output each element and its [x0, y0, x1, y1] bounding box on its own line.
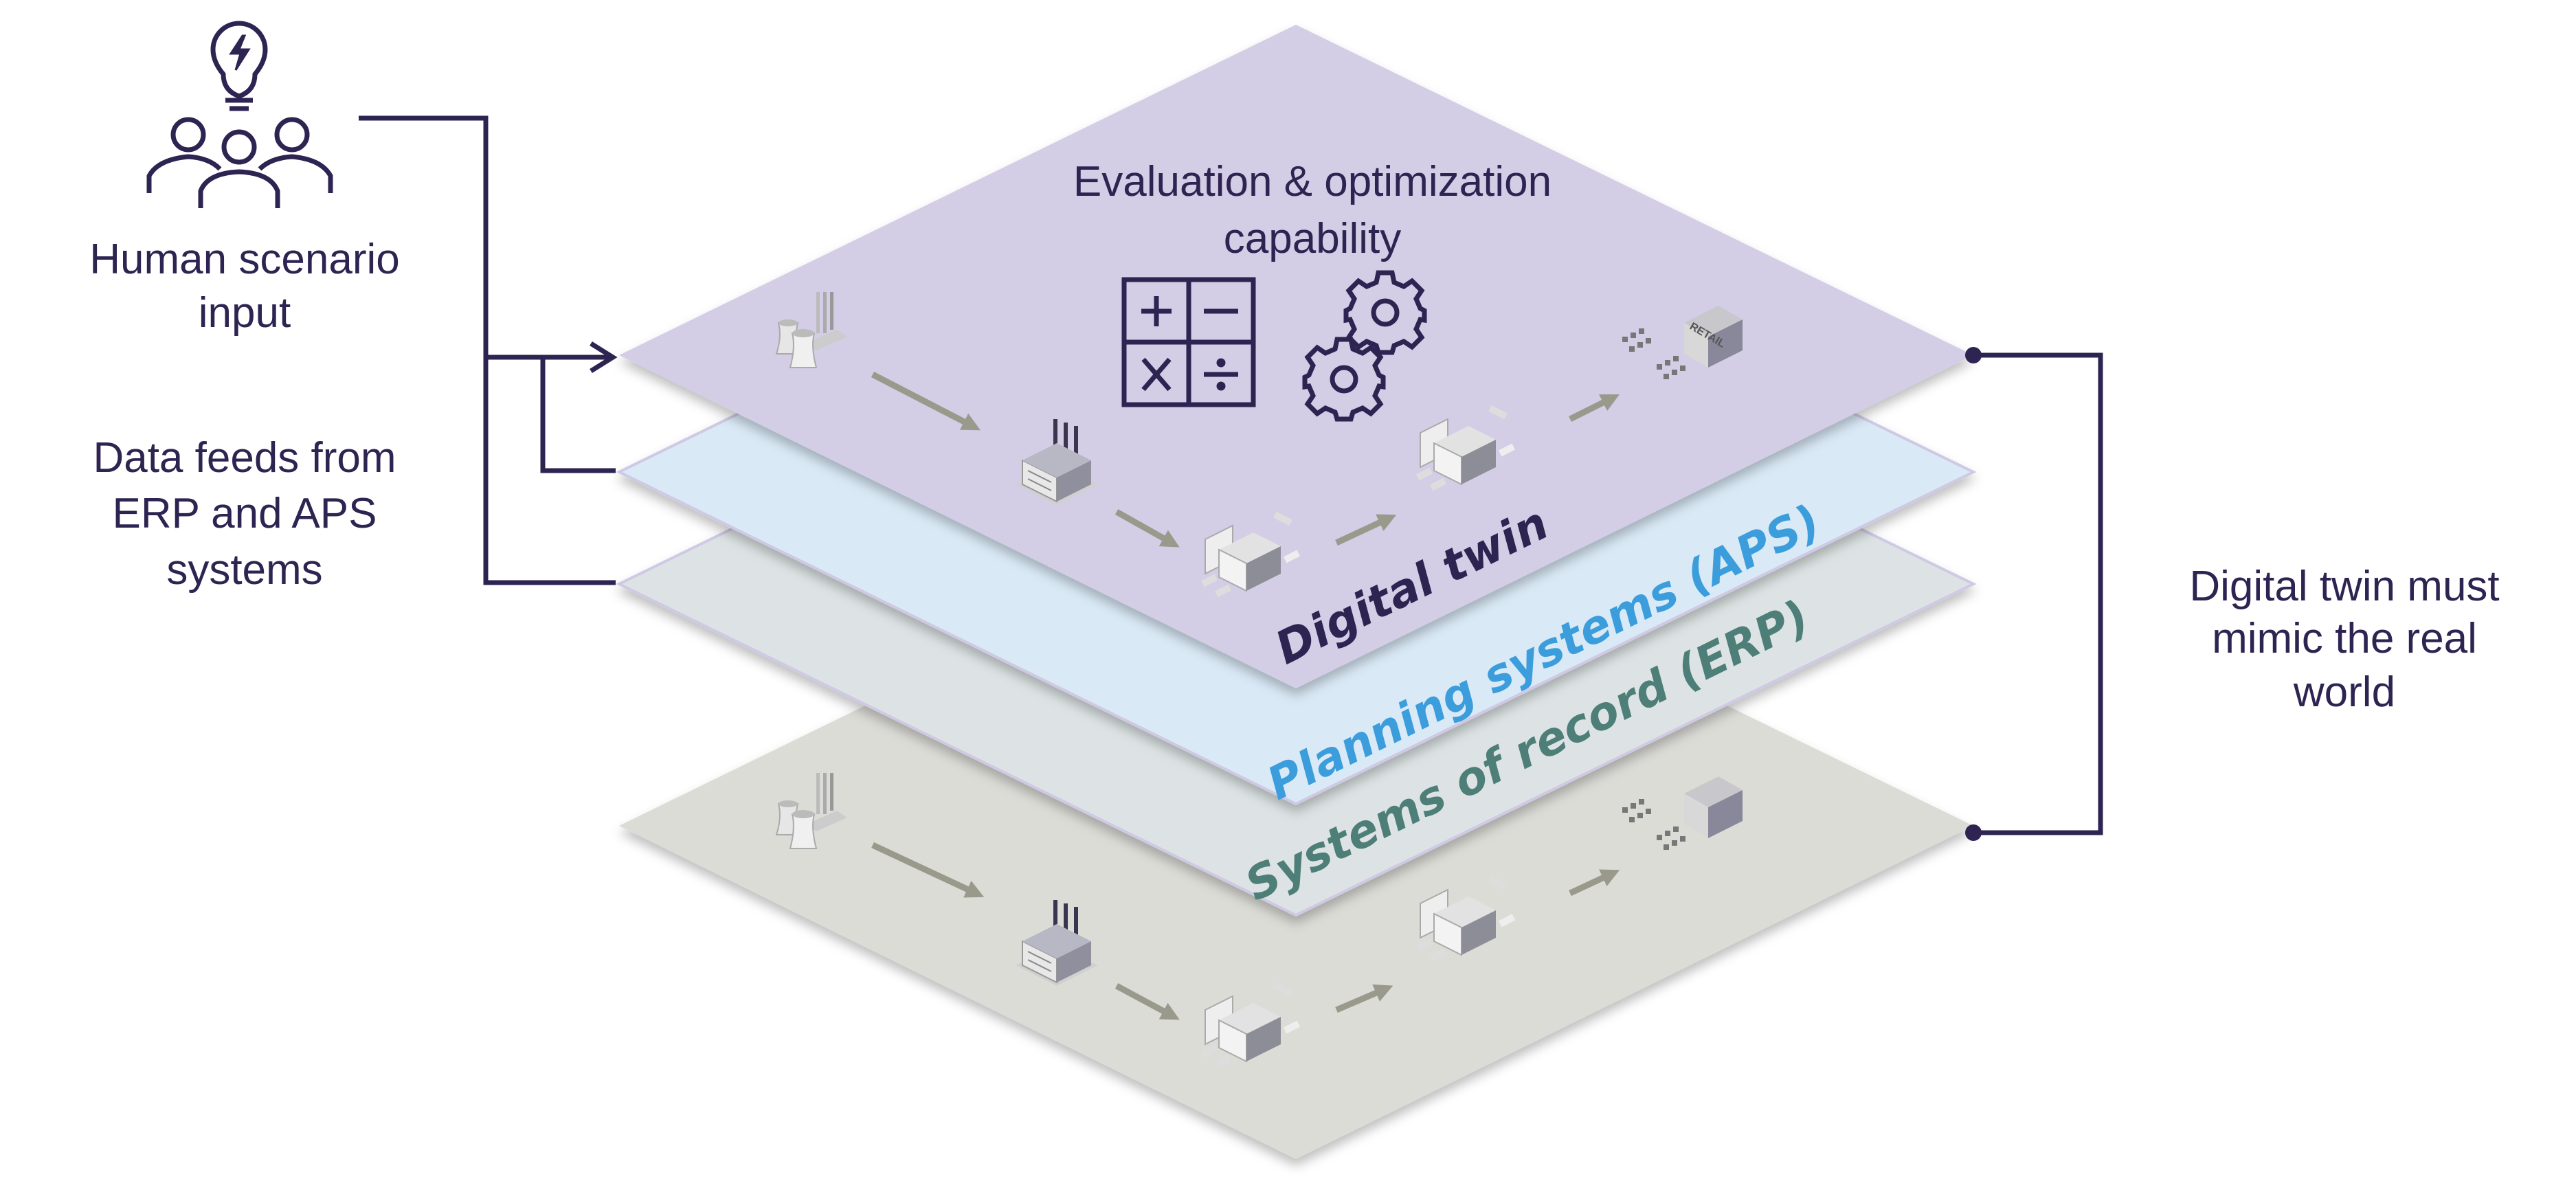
mimic-label-line1: Digital twin must	[2189, 563, 2499, 610]
capability-title-line1: Evaluation & optimization	[1073, 158, 1552, 205]
mimic-label-line3: world	[2293, 668, 2395, 716]
input-connectors	[359, 115, 618, 585]
human-input-label-line1: Human scenario	[89, 236, 399, 283]
mimic-connector	[1965, 347, 2103, 841]
arrow-head-icon	[590, 341, 618, 373]
gears-icon	[1302, 270, 1427, 422]
digital-twin-plane: Evaluation & optimization capability	[619, 25, 1973, 688]
calculator-icon	[1121, 277, 1256, 407]
data-feeds-label-line1: Data feeds from	[93, 434, 396, 482]
flow-arrows	[871, 842, 1620, 1020]
people-with-lightbulb-icon	[146, 21, 333, 208]
data-feeds-label-line3: systems	[166, 546, 322, 594]
capability-title-line2: capability	[1224, 215, 1401, 262]
mimic-label-line2: mimic the real	[2212, 615, 2477, 662]
flow-arrows	[871, 372, 1620, 548]
human-input-label-line2: input	[199, 289, 291, 337]
data-feeds-label-line2: ERP and APS	[113, 490, 377, 537]
